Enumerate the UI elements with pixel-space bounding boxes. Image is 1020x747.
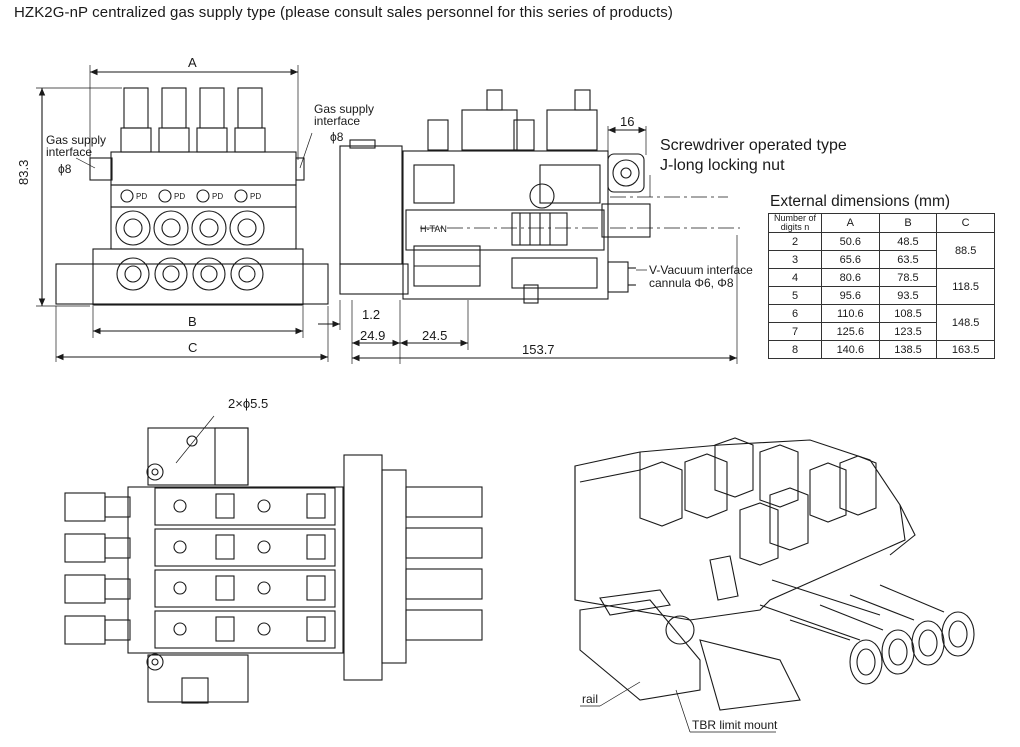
- gas-supply-left-label-2: interface: [46, 145, 93, 159]
- cell-a: 110.6: [821, 304, 880, 323]
- screwdriver-label-1: Screwdriver operated type: [660, 137, 847, 154]
- rail-label: rail: [582, 692, 599, 706]
- top-view: [64, 415, 483, 704]
- cell-n: 8: [768, 340, 822, 359]
- cell-b: 48.5: [878, 232, 938, 251]
- dim-a: A: [188, 55, 197, 70]
- pd-indicators: [120, 189, 248, 203]
- gas-supply-left-label-1: Gas supply: [46, 133, 107, 147]
- pd-label-4: PD: [250, 192, 261, 201]
- dim-153-7: 153.7: [522, 342, 555, 357]
- dim-1-2: 1.2: [362, 307, 381, 322]
- vacuum-label-2: cannula Φ6, Φ8: [649, 276, 734, 290]
- ext-table-title: External dimensions (mm): [770, 193, 951, 210]
- cell-b: 108.5: [878, 304, 938, 323]
- cell-n: 3: [768, 250, 822, 269]
- cell-n: 5: [768, 286, 822, 305]
- cell-a: 50.6: [821, 232, 880, 251]
- gas-supply-right-label-3: ϕ8: [330, 130, 344, 144]
- table-row: 6 110.6 108.5 148.5: [768, 304, 995, 341]
- table-row: 4 80.6 78.5 118.5: [768, 268, 995, 305]
- dim-16: 16: [620, 114, 635, 129]
- cell-c: 88.5: [936, 232, 995, 269]
- pd-label-1: PD: [136, 192, 147, 201]
- screwdriver-label-2: J-long locking nut: [660, 157, 785, 174]
- cell-a: 140.6: [821, 340, 880, 359]
- gas-supply-right-label-1: Gas supply: [314, 102, 375, 116]
- table-row: 8 140.6 138.5 163.5: [768, 340, 995, 359]
- tbr-label: TBR limit mount: [692, 718, 778, 732]
- lower-ports: [116, 257, 264, 291]
- holes-label: 2×ϕ5.5: [228, 396, 269, 411]
- cell-c: 163.5: [936, 340, 995, 359]
- ext-dimensions-table: Number of digits n A B C 2 50.6 48.5 88.…: [768, 213, 995, 359]
- iso-tubes: [759, 504, 975, 685]
- cell-b: 63.5: [878, 250, 938, 269]
- cell-a: 95.6: [821, 286, 880, 305]
- cell-b: 93.5: [878, 286, 938, 305]
- table-row: 3 65.6 63.5: [768, 250, 995, 269]
- cell-b: 138.5: [878, 340, 938, 359]
- col-header-b: B: [878, 213, 938, 233]
- dim-b: B: [188, 314, 197, 329]
- gas-supply-right-label-2: interface: [314, 114, 361, 128]
- side-view: [318, 89, 740, 364]
- table-row: 7 125.6 123.5: [768, 322, 995, 341]
- col-header-n: Number of digits n: [768, 213, 822, 233]
- cell-a: 80.6: [821, 268, 880, 287]
- table-row: 2 50.6 48.5 88.5: [768, 232, 995, 269]
- cell-b: 78.5: [878, 268, 938, 287]
- iso-solenoids: [639, 437, 877, 566]
- pd-label-2: PD: [174, 192, 185, 201]
- gas-supply-left-label-3: ϕ8: [58, 162, 72, 176]
- cell-n: 6: [768, 304, 822, 323]
- cell-n: 2: [768, 232, 822, 251]
- dim-24-9: 24.9: [360, 328, 386, 343]
- cell-n: 7: [768, 322, 822, 341]
- vacuum-label-1: V-Vacuum interface: [649, 263, 753, 277]
- upper-ports: [115, 210, 265, 246]
- cell-b: 123.5: [878, 322, 938, 341]
- col-header-a: A: [821, 213, 880, 233]
- front-view: [36, 65, 329, 362]
- page-title: HZK2G-nP centralized gas supply type (pl…: [14, 4, 673, 21]
- cell-a: 125.6: [821, 322, 880, 341]
- isometric-view: [574, 437, 975, 733]
- brand-label: H-TAN: [420, 224, 447, 234]
- cell-c: 118.5: [936, 268, 995, 305]
- dim-24-5: 24.5: [422, 328, 448, 343]
- table-row: 5 95.6 93.5: [768, 286, 995, 305]
- valve-rows: [64, 487, 336, 649]
- cell-n: 4: [768, 268, 822, 287]
- cell-a: 65.6: [821, 250, 880, 269]
- solenoid-heads: [120, 87, 266, 153]
- cell-c: 148.5: [936, 304, 995, 341]
- dim-83-3: 83.3: [16, 159, 31, 185]
- dim-c: C: [188, 340, 198, 355]
- pd-label-3: PD: [212, 192, 223, 201]
- col-header-c: C: [936, 213, 995, 233]
